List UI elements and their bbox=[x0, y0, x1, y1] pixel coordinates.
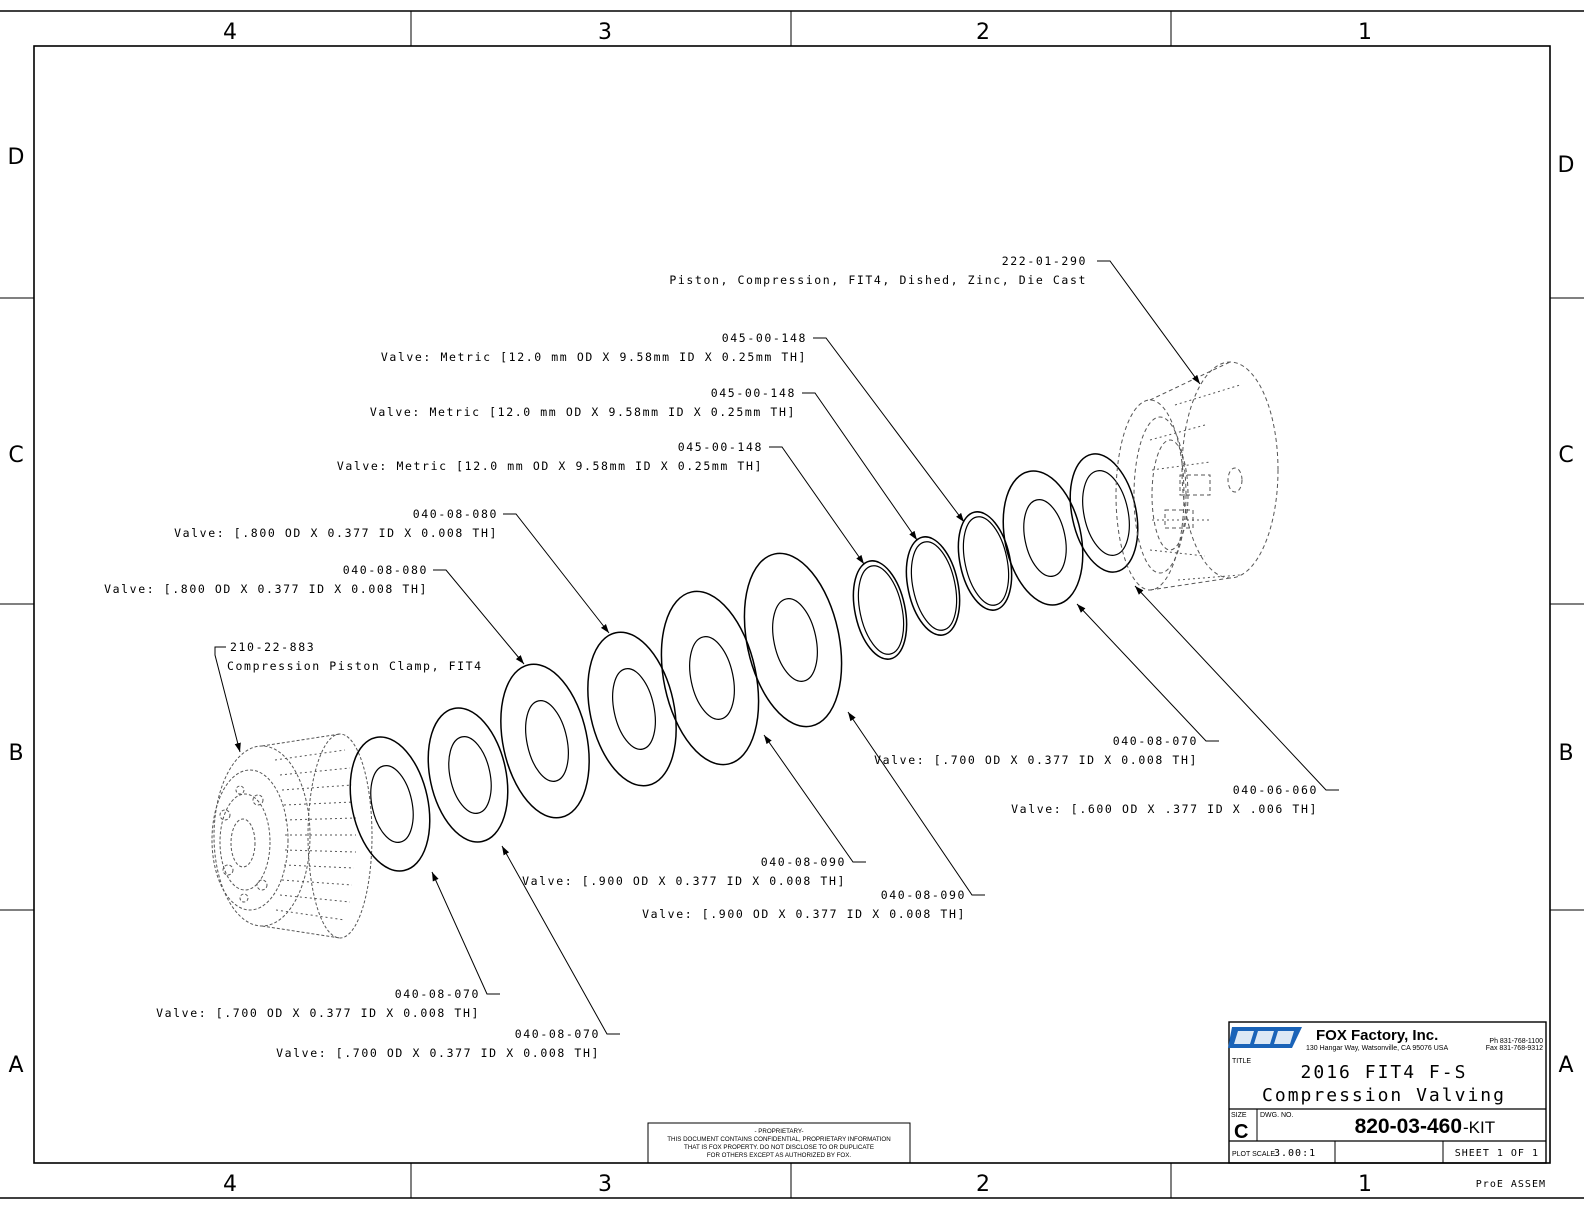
shim-8 bbox=[905, 536, 961, 636]
shim-6 bbox=[743, 552, 843, 728]
callout-desc-040-08-080-b: Valve: [.800 OD X 0.377 ID X 0.008 TH] bbox=[104, 582, 428, 596]
zone-col-top-4: 4 bbox=[223, 20, 237, 45]
zone-col-top-2: 2 bbox=[976, 20, 990, 45]
zone-col-bottom-1: 1 bbox=[1358, 1172, 1372, 1197]
callout-desc-045-00-148-b: Valve: Metric [12.0 mm OD X 9.58mm ID X … bbox=[370, 405, 796, 419]
proprietary-line-1: - PROPRIETARY- bbox=[754, 1128, 803, 1135]
zone-row-right-c: C bbox=[1558, 443, 1573, 468]
plot-scale-value: 3.00:1 bbox=[1274, 1148, 1316, 1159]
zone-row-left-b: B bbox=[8, 741, 23, 766]
piston-clamp-part bbox=[211, 733, 373, 939]
shim-10 bbox=[1002, 470, 1084, 606]
callout-part-040-08-080-b: 040-08-080 bbox=[343, 563, 428, 577]
zone-col-bottom-4: 4 bbox=[223, 1172, 237, 1197]
shim-1 bbox=[349, 736, 431, 872]
callout-desc-210-22-883: Compression Piston Clamp, FIT4 bbox=[227, 659, 483, 673]
callout-part-040-06-060: 040-06-060 bbox=[1233, 783, 1318, 797]
proprietary-notice: - PROPRIETARY- THIS DOCUMENT CONTAINS CO… bbox=[647, 1122, 911, 1164]
callout-part-040-08-090-b: 040-08-090 bbox=[881, 888, 966, 902]
shim-3 bbox=[500, 663, 590, 819]
callout-desc-040-08-080-a: Valve: [.800 OD X 0.377 ID X 0.008 TH] bbox=[174, 526, 498, 540]
drawing-title-line-1: 2016 FIT4 F-S bbox=[1301, 1062, 1468, 1083]
size-value: C bbox=[1234, 1121, 1248, 1143]
callout-desc-045-00-148-c: Valve: Metric [12.0 mm OD X 9.58mm ID X … bbox=[337, 459, 763, 473]
proprietary-line-4: FOR OTHERS EXCEPT AS AUTHORIZED BY FOX. bbox=[707, 1152, 851, 1159]
shim-11 bbox=[1069, 453, 1139, 573]
zone-row-right-b: B bbox=[1558, 741, 1573, 766]
shim-7 bbox=[852, 560, 908, 660]
shim-4 bbox=[587, 631, 677, 787]
callouts: 222-01-290 Piston, Compression, FIT4, Di… bbox=[104, 254, 1318, 1060]
callout-part-045-00-148-a: 045-00-148 bbox=[722, 331, 807, 345]
compression-piston-part bbox=[1115, 361, 1279, 591]
company-name: FOX Factory, Inc. bbox=[1316, 1027, 1438, 1044]
size-label: SIZE bbox=[1231, 1112, 1247, 1119]
company-fax: Fax 831-768-9312 bbox=[1486, 1045, 1543, 1052]
callout-part-040-08-070-a: 040-08-070 bbox=[1113, 734, 1198, 748]
callout-desc-045-00-148-a: Valve: Metric [12.0 mm OD X 9.58mm ID X … bbox=[381, 350, 807, 364]
callout-part-040-08-090-a: 040-08-090 bbox=[761, 855, 846, 869]
dwg-no-label: DWG. NO. bbox=[1260, 1112, 1293, 1119]
callout-desc-040-08-070-a: Valve: [.700 OD X 0.377 ID X 0.008 TH] bbox=[874, 753, 1198, 767]
fox-logo bbox=[1228, 1027, 1302, 1048]
sheet-number: SHEET 1 OF 1 bbox=[1455, 1148, 1539, 1159]
title-block: FOX Factory, Inc. 130 Hangar Way, Watson… bbox=[1228, 1021, 1547, 1190]
title-label: TITLE bbox=[1232, 1058, 1251, 1065]
shim-2 bbox=[427, 707, 509, 843]
callout-part-040-08-080-a: 040-08-080 bbox=[413, 507, 498, 521]
plot-scale-label: PLOT SCALE bbox=[1232, 1151, 1275, 1158]
callout-part-210-22-883: 210-22-883 bbox=[230, 640, 315, 654]
callout-part-222-01-290: 222-01-290 bbox=[1002, 254, 1087, 268]
leader-lines bbox=[214, 260, 1339, 1035]
drawing-title-line-2: Compression Valving bbox=[1262, 1085, 1506, 1106]
zone-col-top-1: 1 bbox=[1358, 20, 1372, 45]
callout-desc-040-08-090-b: Valve: [.900 OD X 0.377 ID X 0.008 TH] bbox=[642, 907, 966, 921]
zone-row-left-c: C bbox=[8, 443, 23, 468]
zone-col-bottom-2: 2 bbox=[976, 1172, 990, 1197]
zone-row-right-d: D bbox=[1558, 153, 1575, 178]
shim-9 bbox=[957, 511, 1013, 611]
company-address: 130 Hangar Way, Watsonville, CA 95076 US… bbox=[1306, 1045, 1448, 1052]
zone-row-right-a: A bbox=[1558, 1053, 1573, 1078]
drawing-number-suffix: -KIT bbox=[1463, 1118, 1495, 1137]
callout-part-040-08-070-b: 040-08-070 bbox=[395, 987, 480, 1001]
callout-part-040-08-070-c: 040-08-070 bbox=[515, 1027, 600, 1041]
callout-desc-040-06-060: Valve: [.600 OD X .377 ID X .006 TH] bbox=[1011, 802, 1318, 816]
proprietary-line-3: THAT IS FOX PROPERTY. DO NOT DISCLOSE TO… bbox=[684, 1144, 874, 1151]
callout-desc-040-08-070-c: Valve: [.700 OD X 0.377 ID X 0.008 TH] bbox=[276, 1046, 600, 1060]
proprietary-line-2: THIS DOCUMENT CONTAINS CONFIDENTIAL, PRO… bbox=[667, 1136, 890, 1143]
zone-labels: 4 3 2 1 4 3 2 1 D C B A D C B A bbox=[8, 20, 1575, 1197]
callout-desc-040-08-070-b: Valve: [.700 OD X 0.377 ID X 0.008 TH] bbox=[156, 1006, 480, 1020]
callout-part-045-00-148-c: 045-00-148 bbox=[678, 440, 763, 454]
company-phone: Ph 831-768-1100 bbox=[1489, 1038, 1543, 1045]
shim-5 bbox=[660, 590, 760, 766]
callout-desc-222-01-290: Piston, Compression, FIT4, Dished, Zinc,… bbox=[669, 273, 1087, 287]
proe-assem-label: ProE ASSEM bbox=[1476, 1179, 1546, 1190]
zone-col-bottom-3: 3 bbox=[598, 1172, 612, 1197]
drawing-number: 820-03-460 bbox=[1355, 1115, 1462, 1138]
zone-row-left-d: D bbox=[8, 145, 25, 170]
callout-desc-040-08-090-a: Valve: [.900 OD X 0.377 ID X 0.008 TH] bbox=[522, 874, 846, 888]
zone-col-top-3: 3 bbox=[598, 20, 612, 45]
zone-row-left-a: A bbox=[8, 1053, 23, 1078]
callout-part-045-00-148-b: 045-00-148 bbox=[711, 386, 796, 400]
valve-shims bbox=[349, 453, 1139, 872]
